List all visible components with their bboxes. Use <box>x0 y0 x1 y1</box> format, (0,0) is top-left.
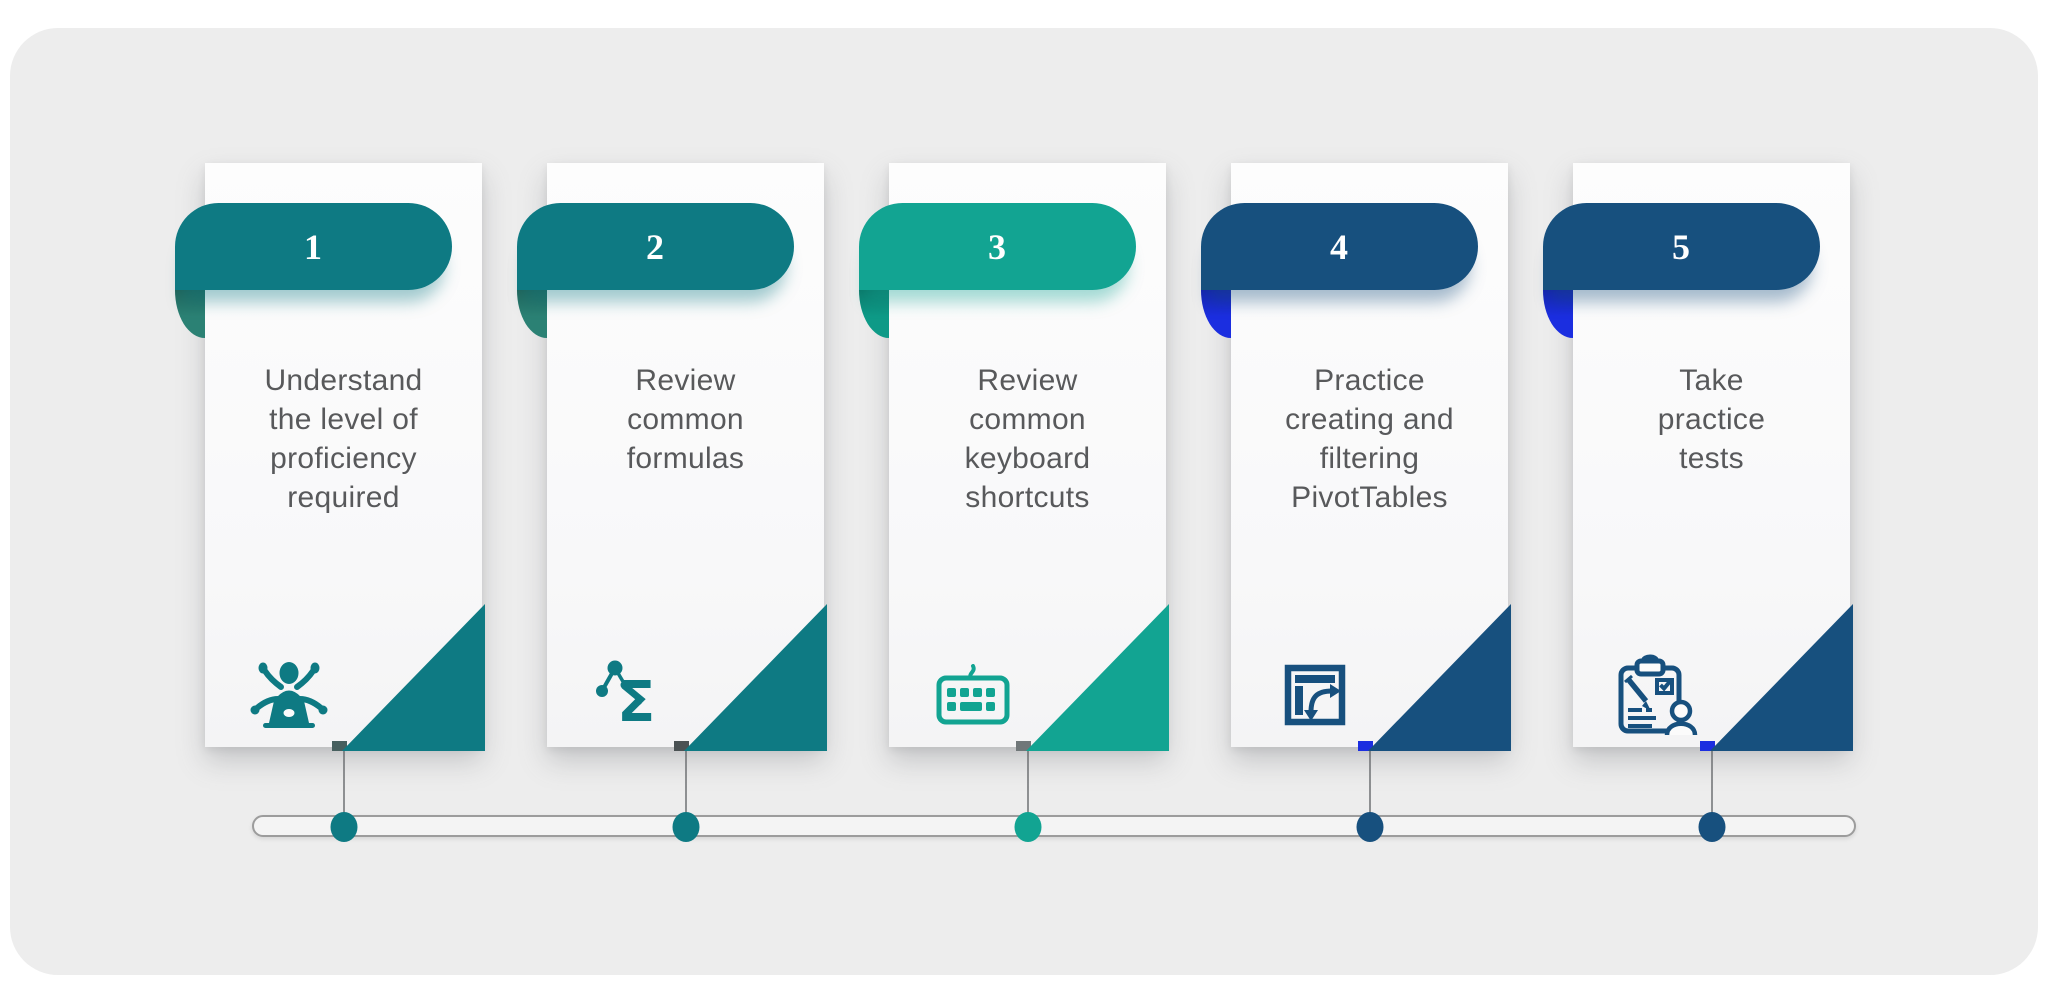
corner-notch <box>1700 741 1715 751</box>
timeline-connector-line <box>1368 747 1371 827</box>
step-card: 5 Take practice tests <box>1543 163 1853 842</box>
timeline-dot <box>1356 812 1383 842</box>
keyboard-icon <box>929 655 1017 735</box>
step-number-ribbon: 1 <box>175 203 452 290</box>
clipboard-test-icon <box>1613 654 1701 736</box>
corner-notch <box>1016 741 1031 751</box>
multitasking-person-icon <box>245 655 333 735</box>
step-number: 2 <box>646 226 665 267</box>
timeline-track <box>252 815 1856 837</box>
step-card: 4 Practice creating and filtering PivotT… <box>1201 163 1511 842</box>
step-description: Review common keyboard shortcuts <box>964 364 1091 514</box>
corner-notch <box>674 741 689 751</box>
step-card: 3 Review common keyboard shortcuts <box>859 163 1169 842</box>
timeline-dot <box>330 812 357 842</box>
step-description: Understand the level of proficiency requ… <box>264 364 423 514</box>
timeline-connector-line <box>342 747 345 827</box>
timeline-connector-line <box>1710 747 1713 827</box>
step-description: Take practice tests <box>1657 364 1766 475</box>
step-number: 3 <box>988 226 1007 267</box>
corner-notch <box>332 741 347 751</box>
step-card: 2 Review common formulas Σ <box>517 163 827 842</box>
step-number: 5 <box>1672 226 1691 267</box>
timeline-dot <box>1014 812 1041 842</box>
step-description: Practice creating and filtering PivotTab… <box>1285 364 1454 514</box>
step-description: Review common formulas <box>626 364 745 475</box>
pivot-table-icon <box>1271 655 1359 735</box>
step-number: 1 <box>304 226 323 267</box>
timeline-dot <box>672 812 699 842</box>
timeline-dot <box>1698 812 1725 842</box>
step-number-ribbon: 3 <box>859 203 1136 290</box>
ribbon-fold <box>517 290 547 338</box>
step-number: 4 <box>1330 226 1349 267</box>
sigma-formula-icon: Σ <box>587 655 675 735</box>
step-number-ribbon: 4 <box>1201 203 1478 290</box>
step-card: 1 Understand the level of proficiency re… <box>175 163 485 842</box>
step-number-ribbon: 5 <box>1543 203 1820 290</box>
step-number-ribbon: 2 <box>517 203 794 290</box>
timeline-connector-line <box>1026 747 1029 827</box>
corner-notch <box>1358 741 1373 751</box>
timeline-connector-line <box>684 747 687 827</box>
